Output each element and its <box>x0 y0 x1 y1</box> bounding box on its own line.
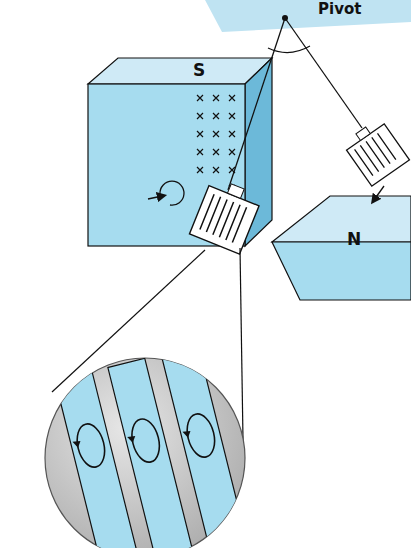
pivot-label: Pivot <box>318 2 361 17</box>
field-cross <box>229 95 235 101</box>
field-cross <box>229 113 235 119</box>
field-cross <box>213 113 219 119</box>
field-cross <box>213 149 219 155</box>
field-cross <box>229 149 235 155</box>
field-cross <box>213 95 219 101</box>
field-cross <box>197 149 203 155</box>
pole-label: N <box>347 231 361 248</box>
field-cross <box>213 131 219 137</box>
field-cross <box>229 131 235 137</box>
field-cross <box>197 167 203 173</box>
field-cross <box>213 167 219 173</box>
field-cross <box>197 113 203 119</box>
pole-label: S <box>193 62 205 79</box>
field-cross <box>197 131 203 137</box>
field-cross <box>197 95 203 101</box>
